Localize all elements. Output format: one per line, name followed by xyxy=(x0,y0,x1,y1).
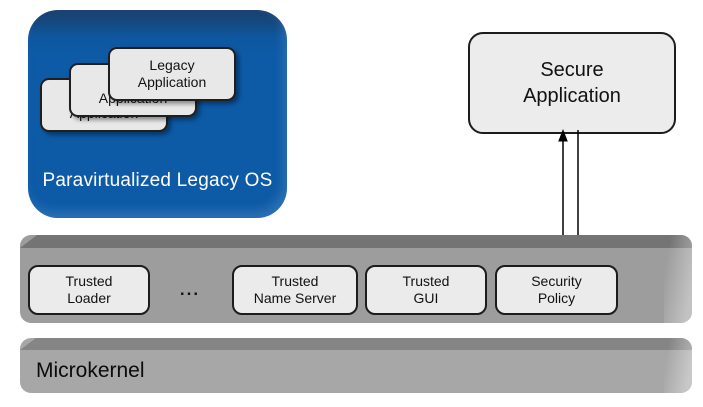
security-policy-box: Security Policy xyxy=(495,265,618,315)
microkernel-bar: Microkernel xyxy=(20,338,692,393)
arrow-up-head xyxy=(558,129,568,142)
legacy-application-card: Legacy Application xyxy=(108,47,236,101)
secure-application-box: Secure Application xyxy=(468,32,676,134)
microkernel-label: Microkernel xyxy=(36,358,145,382)
legacy-os-box: Legacy Application Legacy Application Le… xyxy=(28,10,287,218)
trusted-loader-box: Trusted Loader xyxy=(28,265,150,315)
trusted-services-bar: Trusted Loader ... Trusted Name Server T… xyxy=(20,235,692,323)
legacy-os-label: Paravirtualized Legacy OS xyxy=(42,170,273,191)
services-ellipsis: ... xyxy=(179,280,201,299)
trusted-gui-box: Trusted GUI xyxy=(365,265,487,315)
services-bar-bevel xyxy=(20,235,692,248)
trusted-name-server-box: Trusted Name Server xyxy=(232,265,358,315)
